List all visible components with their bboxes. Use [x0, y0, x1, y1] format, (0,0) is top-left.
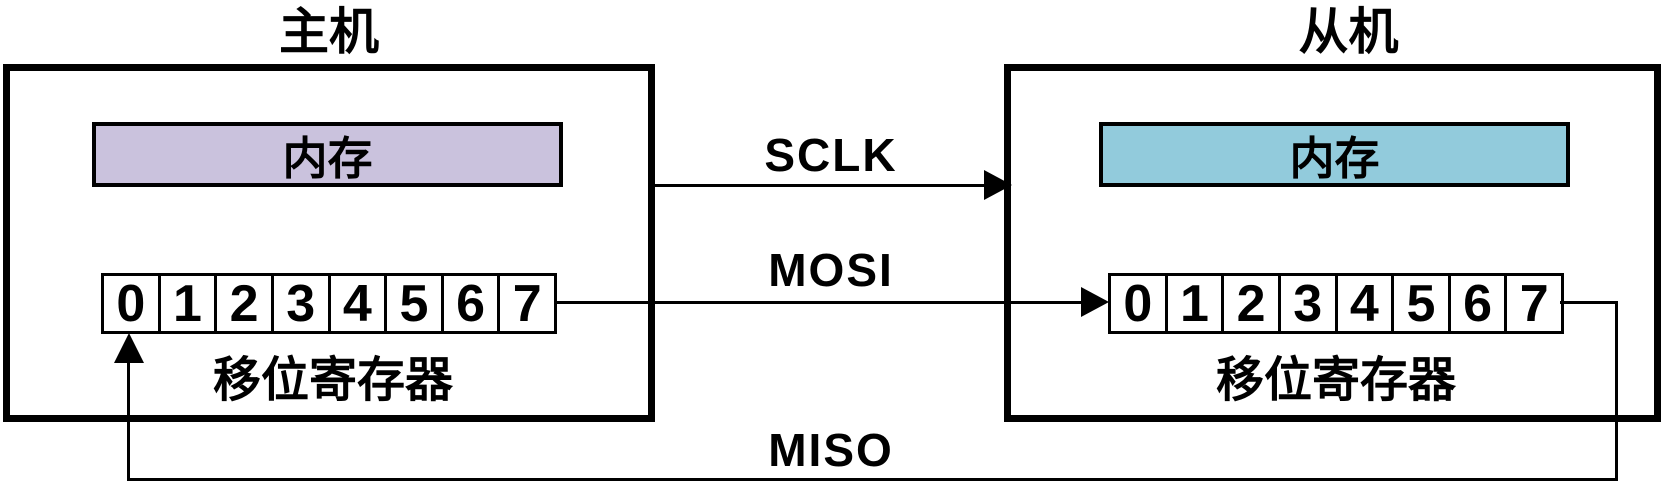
slave-register-bit-7: 7: [1519, 276, 1549, 331]
mosi-wire: [554, 301, 1082, 304]
slave-register-bit-2: 2: [1224, 276, 1281, 331]
master-register-bit-6: 6: [444, 276, 501, 331]
master-register-bit-7: 7: [512, 276, 542, 331]
mosi-arrowhead-icon: [1081, 287, 1109, 317]
sclk-signal-label: SCLK: [764, 129, 898, 181]
master-register-bit-0: 0: [104, 276, 161, 331]
master-register-bit-5: 5: [387, 276, 444, 331]
slave-register-bit-6: 6: [1451, 276, 1508, 331]
master-shift-register: 0 1 2 3 4 5 6 7: [101, 273, 557, 334]
miso-wire-bottom-segment: [127, 478, 1618, 481]
sclk-arrowhead-icon: [984, 170, 1012, 200]
slave-register-bit-5: 5: [1394, 276, 1451, 331]
slave-title: 从机: [1298, 4, 1399, 60]
slave-register-bit-3: 3: [1281, 276, 1338, 331]
mosi-signal-label: MOSI: [768, 244, 894, 296]
sclk-wire: [652, 184, 984, 187]
master-register-bit-3: 3: [274, 276, 331, 331]
slave-memory-label: 内存: [1289, 133, 1380, 184]
master-register-bit-2: 2: [217, 276, 274, 331]
slave-memory-box: 内存: [1099, 122, 1570, 187]
miso-signal-label: MISO: [768, 424, 894, 476]
master-register-bit-1: 1: [161, 276, 218, 331]
master-memory-box: 内存: [92, 122, 563, 187]
master-register-bit-4: 4: [331, 276, 388, 331]
miso-wire-left-segment: [127, 358, 130, 481]
miso-arrowhead-icon: [114, 333, 144, 363]
slave-register-bit-1: 1: [1168, 276, 1225, 331]
master-title: 主机: [279, 4, 379, 60]
miso-wire-right-segment: [1615, 301, 1618, 481]
slave-register-label: 移位寄存器: [1215, 354, 1456, 407]
miso-wire-top-segment: [1560, 301, 1618, 304]
slave-register-bit-0: 0: [1111, 276, 1168, 331]
slave-shift-register: 0 1 2 3 4 5 6 7: [1108, 273, 1564, 334]
master-register-label: 移位寄存器: [212, 354, 453, 407]
master-memory-label: 内存: [282, 133, 373, 184]
slave-register-bit-4: 4: [1338, 276, 1395, 331]
